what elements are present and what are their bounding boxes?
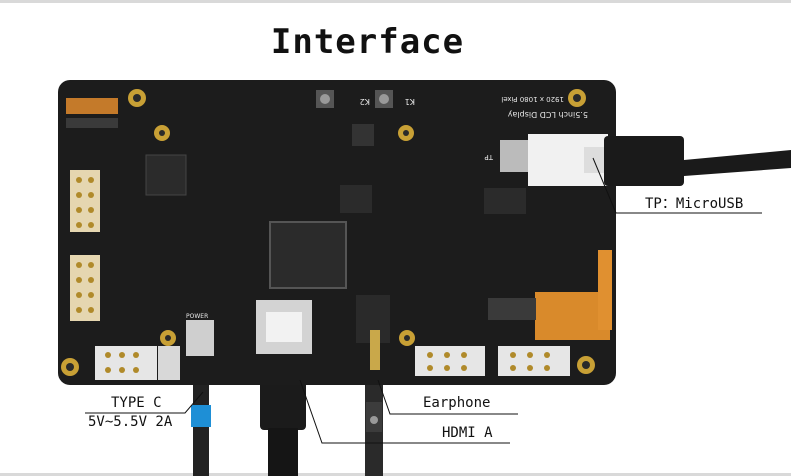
top-border: [0, 0, 791, 3]
micro-usb-cable-head: [604, 136, 684, 186]
fpc-touch: [535, 292, 610, 340]
bottom-border: [0, 473, 791, 476]
type-c-voltage-callout: 5V~5.5V 2A: [88, 414, 173, 430]
tp-microusb-callout: TP：MicroUSB: [645, 196, 744, 212]
k1-label: K1: [405, 97, 415, 106]
power-silk-label: POWER: [186, 313, 208, 320]
type-c-blue-ring: [191, 405, 211, 427]
tp-silk-label: TP: [485, 153, 495, 161]
k2-label: K2: [360, 97, 370, 106]
callout-lines: [85, 157, 762, 444]
fpc-connector-top: [66, 98, 118, 114]
header-connectors: [70, 170, 570, 380]
type-c-port: [186, 320, 214, 356]
product-label: 5.5inch LCD Display: [507, 110, 588, 119]
hdmi-callout: HDMI A: [442, 425, 493, 441]
buttons: [316, 90, 393, 108]
earphone-callout: Earphone: [423, 395, 491, 411]
cables: [191, 360, 383, 476]
type-c-callout: TYPE C: [111, 395, 162, 411]
main-ic: [269, 221, 347, 289]
mounting-holes: [61, 89, 595, 376]
resolution-label: 1920 x 1080 Pixel: [501, 95, 564, 103]
page-title: Interface: [270, 22, 465, 62]
tp-port: [500, 140, 530, 172]
